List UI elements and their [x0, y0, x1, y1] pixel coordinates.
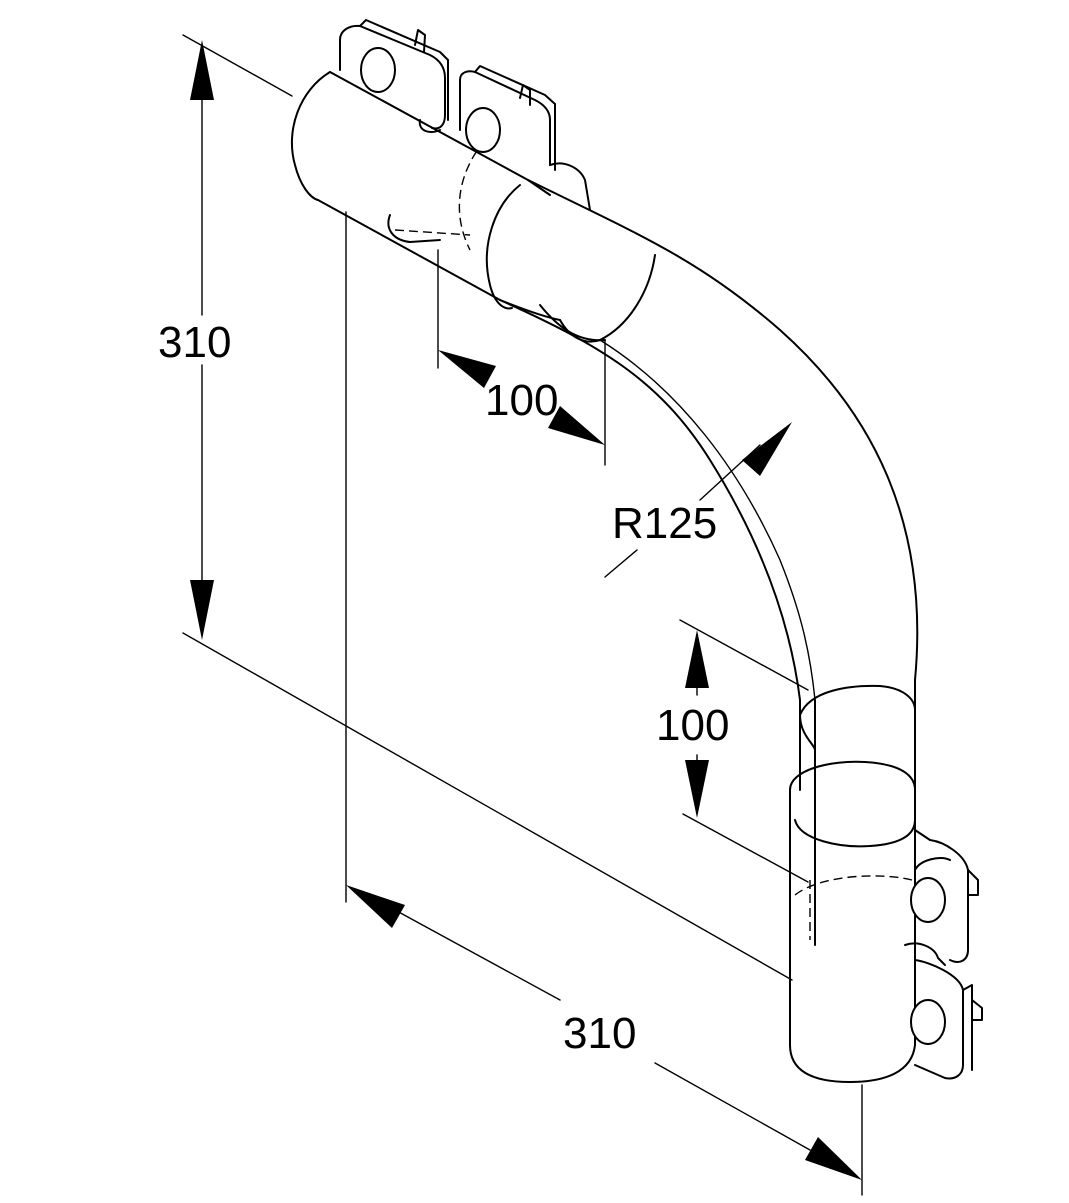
dim-arrow	[805, 1137, 862, 1180]
bottom-clamp-bolt-hole-2	[910, 999, 946, 1045]
dim-label-radius: R125	[612, 499, 717, 548]
dim-label-top-straight: 100	[485, 376, 558, 425]
dim-arrow	[685, 760, 709, 818]
dim-arrow	[685, 630, 709, 688]
top-slot	[387, 214, 441, 243]
top-clamp-bolt-hole	[360, 47, 396, 93]
pipe-bend	[290, 71, 951, 1083]
dim-radius: R125	[604, 422, 792, 578]
dim-label-bottom-straight: 100	[656, 701, 729, 750]
dim-width-310: 310	[345, 211, 863, 1196]
dim-arrow	[438, 350, 496, 388]
top-sleeve-end	[290, 71, 331, 201]
dim-bottom-100: 100	[656, 619, 809, 883]
top-sleeve-right-edge	[485, 184, 521, 310]
dim-top-100: 100	[437, 249, 606, 466]
bottom-clamp-bolt-hole	[910, 877, 946, 923]
dim-arrow	[742, 422, 792, 476]
dim-label-height: 310	[158, 318, 231, 367]
dim-height-310: 310	[158, 34, 793, 981]
bottom-clamp	[910, 829, 983, 1080]
dim-arrow	[548, 406, 605, 445]
bottom-sleeve	[789, 779, 916, 1083]
dim-arrow	[190, 40, 214, 100]
top-clamp-bolt-hole-2	[465, 107, 501, 153]
top-clamp	[339, 19, 591, 211]
dim-arrow	[190, 580, 214, 640]
dim-label-width: 310	[563, 1009, 636, 1058]
dim-arrow	[346, 885, 405, 928]
pipe-outer-edge	[329, 71, 919, 781]
